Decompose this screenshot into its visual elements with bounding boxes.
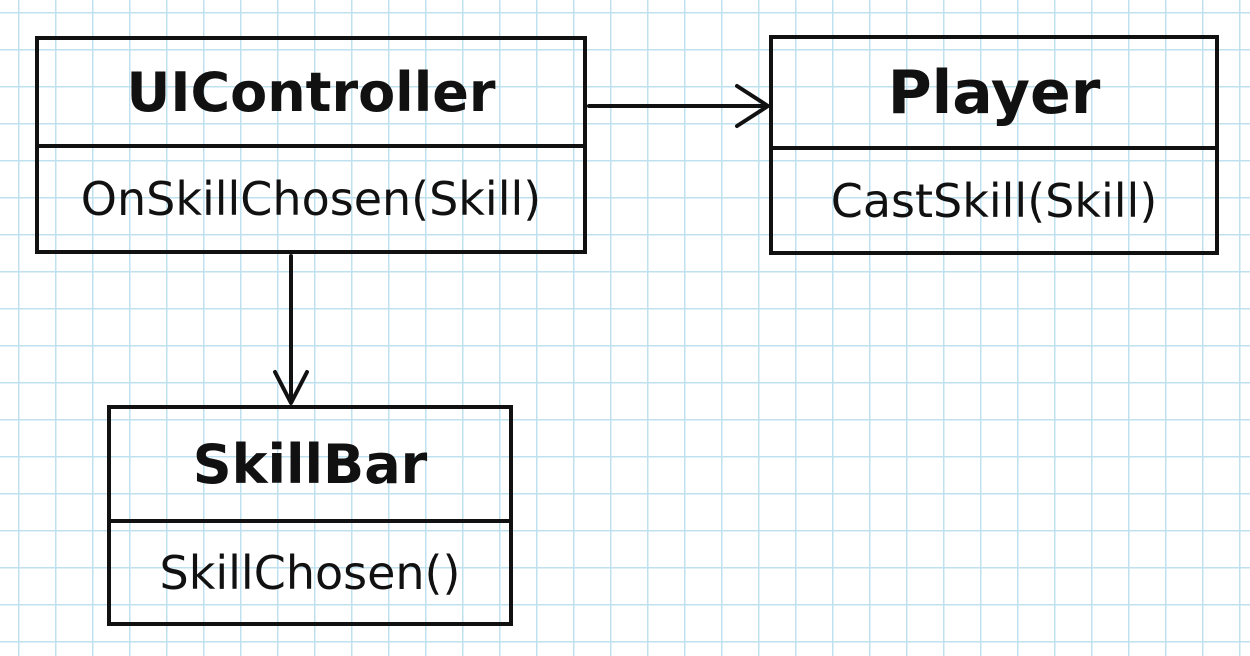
class-box-player[interactable]: Player CastSkill(Skill) <box>769 35 1219 255</box>
arrow-uicontroller-to-skillbar <box>273 254 309 405</box>
method-onskillchosen: OnSkillChosen(Skill) <box>80 172 542 226</box>
method-castskill: CastSkill(Skill) <box>830 173 1158 228</box>
class-box-skillbar[interactable]: SkillBar SkillChosen() <box>107 405 513 626</box>
class-name-uicontroller: UIController <box>39 40 583 148</box>
arrow-head-down-icon <box>273 370 309 405</box>
class-name-player: Player <box>773 39 1215 150</box>
class-box-uicontroller[interactable]: UIController OnSkillChosen(Skill) <box>35 36 587 254</box>
class-name-skillbar: SkillBar <box>111 409 509 523</box>
method-skillchosen: SkillChosen() <box>159 545 461 600</box>
arrow-head-right-icon <box>735 84 770 128</box>
arrow-uicontroller-to-player <box>587 84 770 128</box>
